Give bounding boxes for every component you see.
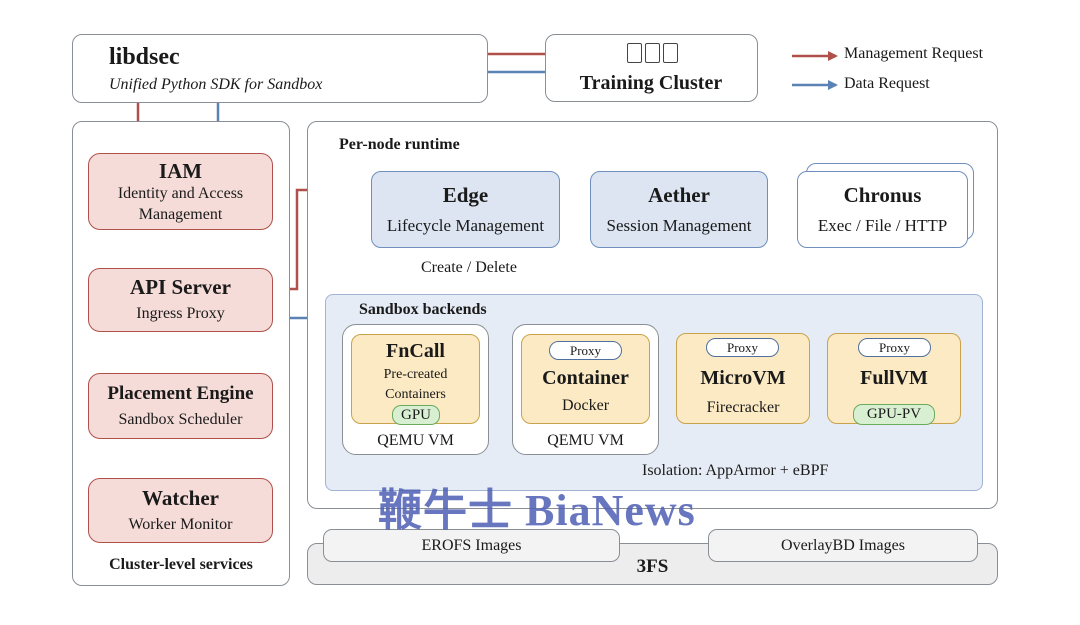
legend-management-label: Management Request [844,45,984,62]
training-cluster-label: Training Cluster [579,72,723,94]
chronus-sub: Exec / File / HTTP [817,216,948,235]
bianews-watermark: 鞭牛士 BiaNews [378,486,696,535]
api-server-box: API Server Ingress Proxy [88,268,273,332]
isolation-label: Isolation: AppArmor + eBPF [638,462,833,480]
overlaybd-images-label: OverlayBD Images [781,537,905,554]
edge-sub: Lifecycle Management [386,216,545,235]
fncall-vm-label: QEMU VM [377,432,454,449]
container-sub: Docker [561,397,610,414]
container-vm-label: QEMU VM [547,432,624,449]
legend-data-label: Data Request [844,75,930,92]
container-title: Container [542,367,629,389]
server-rack-icon [627,43,679,65]
microvm-title: MicroVM [700,367,786,389]
iam-line2: Management [138,206,223,223]
iam-box: IAM Identity and Access Management [88,153,273,230]
iam-line1: Identity and Access [117,185,244,202]
training-cluster-box: Training Cluster [545,34,758,102]
placement-engine-title: Placement Engine [107,383,254,404]
iam-title: IAM [158,159,203,183]
edge-box: Edge Lifecycle Management [371,171,560,248]
api-server-sub: Ingress Proxy [136,305,225,322]
libdsec-title: libdsec [109,44,180,70]
erofs-images-box: EROFS Images [323,529,620,562]
fullvm-gpu-pv-badge: GPU-PV [853,404,935,425]
fncall-gpu-badge: GPU [392,405,440,425]
watcher-title: Watcher [142,486,219,510]
sandbox-backends-caption: Sandbox backends [359,301,487,318]
fncall-line1: Pre-created [383,367,448,382]
placement-engine-sub: Sandbox Scheduler [118,411,243,428]
libdsec-box: libdsec Unified Python SDK for Sandbox [72,34,488,103]
watcher-box: Watcher Worker Monitor [88,478,273,543]
edge-title: Edge [442,183,489,207]
aether-title: Aether [648,183,710,207]
overlaybd-images-box: OverlayBD Images [708,529,978,562]
fullvm-proxy-badge: Proxy [858,338,931,357]
erofs-images-label: EROFS Images [421,537,522,554]
cluster-services-caption: Cluster-level services [109,556,253,573]
create-delete-label: Create / Delete [421,259,517,276]
chronus-title: Chronus [843,183,922,207]
microvm-sub: Firecracker [706,399,780,416]
microvm-proxy-badge: Proxy [706,338,779,357]
chronus-box: Chronus Exec / File / HTTP [797,171,968,248]
api-server-title: API Server [130,275,231,299]
placement-engine-box: Placement Engine Sandbox Scheduler [88,373,273,439]
per-node-runtime-caption: Per-node runtime [339,136,460,153]
container-proxy-badge: Proxy [549,341,622,360]
aether-sub: Session Management [606,216,752,235]
fncall-title: FnCall [386,340,445,362]
libdsec-subtitle: Unified Python SDK for Sandbox [109,76,323,93]
3fs-label: 3FS [636,556,669,577]
fncall-box: FnCall Pre-created Containers GPU [351,334,480,425]
watcher-sub: Worker Monitor [128,516,233,533]
aether-box: Aether Session Management [590,171,768,248]
fncall-line2: Containers [385,387,446,402]
fullvm-title: FullVM [860,367,928,389]
